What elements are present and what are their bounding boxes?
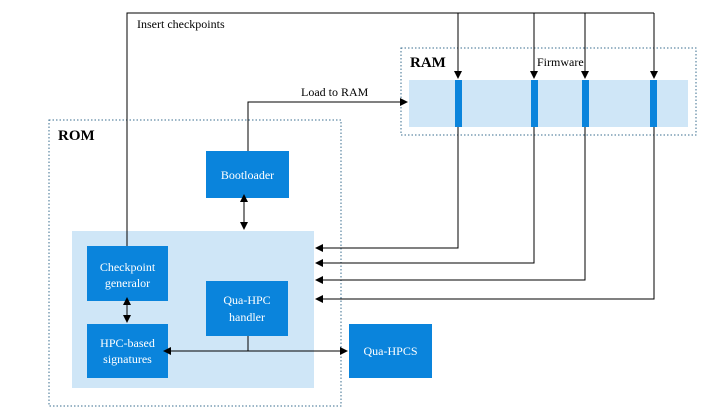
qua-hpc-handler-box [206, 281, 288, 336]
insert-checkpoints-connector [126, 12, 658, 246]
bootloader-label: Bootloader [221, 168, 274, 182]
checkpoint-generator-label: Checkpoint [100, 260, 156, 274]
checkpoint-bar [531, 80, 538, 127]
bootloader-box [206, 151, 289, 198]
hpc-signatures-box [87, 324, 168, 378]
checkpoint-bar [455, 80, 462, 127]
ram-title: RAM [410, 55, 446, 71]
qua-hpc-handler-label: Qua-HPC [223, 293, 270, 307]
load-to-ram-label: Load to RAM [301, 85, 369, 99]
checkpoint-generator-box [87, 246, 168, 301]
checkpoint-bar [650, 80, 657, 127]
checkpoint-return-connectors [315, 127, 655, 303]
load-to-ram-connector [247, 98, 408, 151]
checkpoint-generator-label: generalor [105, 276, 150, 290]
qua-hpcs-box [349, 324, 432, 378]
firmware-area [409, 80, 688, 127]
handler-signatures-hpcs-connector [163, 336, 348, 355]
insert-checkpoints-label: Insert checkpoints [137, 17, 225, 31]
qua-hpc-handler-label: handler [229, 310, 265, 324]
firmware-label: Firmware [537, 55, 584, 69]
ram-region [400, 47, 697, 136]
rom-title: ROM [58, 128, 95, 144]
hpc-signatures-label: HPC-based [100, 336, 155, 350]
qua-hpcs-label: Qua-HPCS [363, 344, 417, 358]
hpc-signatures-label: signatures [103, 352, 152, 366]
checkpoint-bar [582, 80, 589, 127]
